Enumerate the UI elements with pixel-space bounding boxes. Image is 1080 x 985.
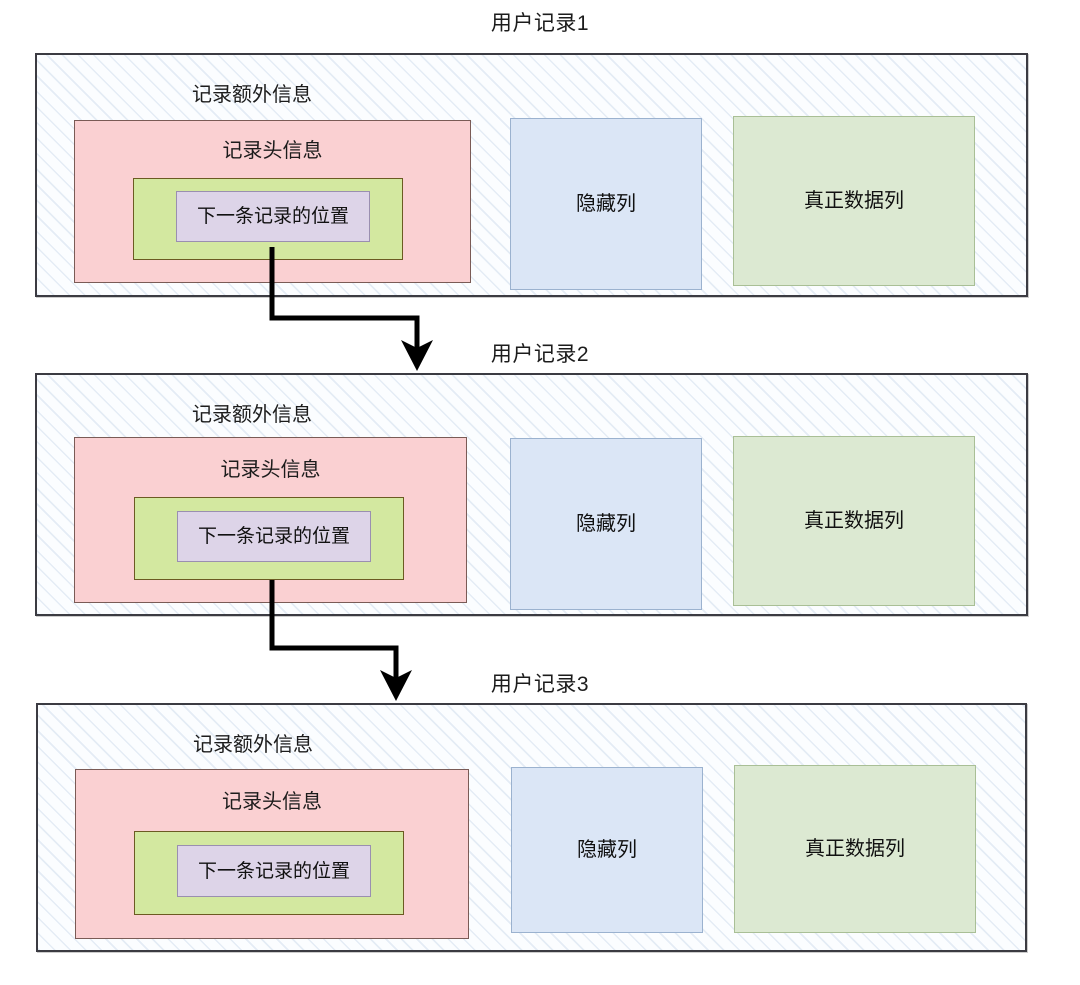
record-header-box-3: 记录头信息 下一条记录的位置 xyxy=(75,769,469,939)
hidden-column-label-2: 隐藏列 xyxy=(576,513,636,535)
real-data-column-label-3: 真正数据列 xyxy=(805,838,905,860)
hidden-column-box-3: 隐藏列 xyxy=(511,767,703,933)
record-extra-info-label-2: 记录额外信息 xyxy=(192,404,312,426)
record-outer-box-3: 记录额外信息 记录头信息 下一条记录的位置 隐藏列 真正数据列 xyxy=(36,703,1027,952)
record-title-3: 用户记录3 xyxy=(490,673,590,696)
record-title-1: 用户记录1 xyxy=(490,12,590,35)
next-record-green-box-3: 下一条记录的位置 xyxy=(134,831,404,915)
next-record-pos-box-1: 下一条记录的位置 xyxy=(176,191,370,242)
record-header-box-2: 记录头信息 下一条记录的位置 xyxy=(74,437,467,603)
record-header-box-1: 记录头信息 下一条记录的位置 xyxy=(74,120,471,283)
record-header-info-label-2: 记录头信息 xyxy=(220,459,321,481)
record-outer-box-1: 记录额外信息 记录头信息 下一条记录的位置 隐藏列 真正数据列 xyxy=(35,53,1028,297)
real-data-column-box-1: 真正数据列 xyxy=(733,116,975,286)
real-data-column-label-2: 真正数据列 xyxy=(804,510,904,532)
next-record-green-box-2: 下一条记录的位置 xyxy=(134,497,404,580)
record-title-2: 用户记录2 xyxy=(490,343,590,366)
record-outer-box-2: 记录额外信息 记录头信息 下一条记录的位置 隐藏列 真正数据列 xyxy=(35,373,1028,616)
real-data-column-box-3: 真正数据列 xyxy=(734,765,976,933)
next-record-green-box-1: 下一条记录的位置 xyxy=(133,178,403,260)
record-group-1: 用户记录1 记录额外信息 记录头信息 下一条记录的位置 隐藏列 xyxy=(0,0,1080,320)
record-header-info-label-3: 记录头信息 xyxy=(222,791,322,813)
next-record-pos-box-3: 下一条记录的位置 xyxy=(177,845,371,897)
next-record-pos-box-2: 下一条记录的位置 xyxy=(177,511,371,562)
record-extra-info-label-3: 记录额外信息 xyxy=(193,734,313,756)
next-record-pos-label-1: 下一条记录的位置 xyxy=(196,206,349,227)
next-record-pos-label-2: 下一条记录的位置 xyxy=(197,526,350,547)
hidden-column-box-1: 隐藏列 xyxy=(510,118,702,290)
hidden-column-box-2: 隐藏列 xyxy=(510,438,702,610)
hidden-column-label-1: 隐藏列 xyxy=(576,193,636,215)
real-data-column-box-2: 真正数据列 xyxy=(733,436,975,606)
record-extra-info-label-1: 记录额外信息 xyxy=(192,84,312,106)
record-header-info-label-1: 记录头信息 xyxy=(222,140,323,162)
real-data-column-label-1: 真正数据列 xyxy=(804,190,904,212)
hidden-column-label-3: 隐藏列 xyxy=(577,839,637,861)
next-record-pos-label-3: 下一条记录的位置 xyxy=(197,860,350,882)
